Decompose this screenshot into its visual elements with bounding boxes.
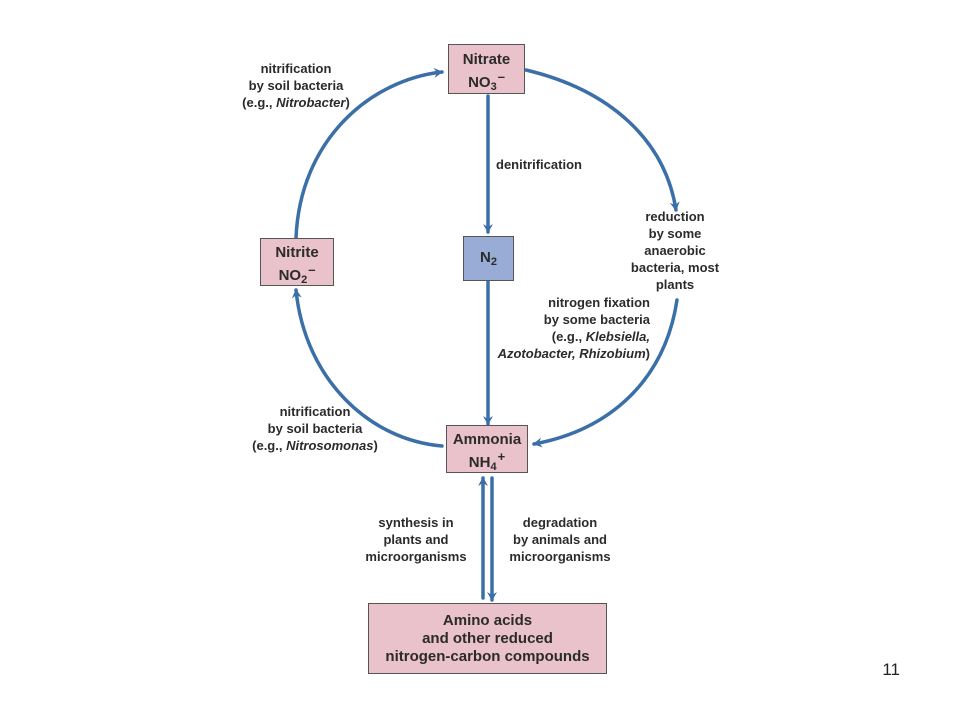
label-nitrogen-fixation: nitrogen fixation by some bacteria (e.g.… <box>497 295 650 361</box>
n2-formula: N2 <box>480 249 497 268</box>
label-reduction: reduction by some anaerobic bacteria, mo… <box>630 209 720 292</box>
nitrate-formula: NO3– <box>468 69 505 93</box>
nitrate-name: Nitrate <box>462 51 511 68</box>
label-nitrification-top: nitrification by soil bacteria (e.g., Ni… <box>242 61 350 110</box>
node-nitrite: Nitrite NO2– <box>260 238 334 286</box>
arrow-reduction-to-ammonia <box>532 298 679 448</box>
nitrite-name: Nitrite <box>275 244 319 261</box>
node-ammonia: Ammonia NH4+ <box>446 425 528 473</box>
arrow-nitrite-to-nitrate <box>294 67 444 240</box>
arrow-nitrate-to-ammonia-reduction <box>524 68 680 212</box>
amino-line3: nitrogen-carbon compounds <box>385 648 590 665</box>
node-nitrate: Nitrate NO3– <box>448 44 525 94</box>
nitrite-formula: NO2– <box>278 262 316 286</box>
node-amino-acids: Amino acids and other reduced nitrogen-c… <box>368 603 607 674</box>
amino-line2: and other reduced <box>422 630 553 647</box>
label-nitrification-bottom: nitrification by soil bacteria (e.g., Ni… <box>252 404 378 453</box>
node-n2: N2 <box>463 236 514 281</box>
ammonia-name: Ammonia <box>452 431 522 448</box>
page-number: 11 <box>882 660 900 679</box>
label-synthesis: synthesis in plants and microorganisms <box>365 515 467 564</box>
label-denitrification: denitrification <box>496 157 582 172</box>
label-degradation: degradation by animals and microorganism… <box>509 515 611 564</box>
amino-line1: Amino acids <box>442 612 533 629</box>
ammonia-formula: NH4+ <box>468 449 506 473</box>
arrow-ammonia-to-nitrite <box>291 288 444 448</box>
